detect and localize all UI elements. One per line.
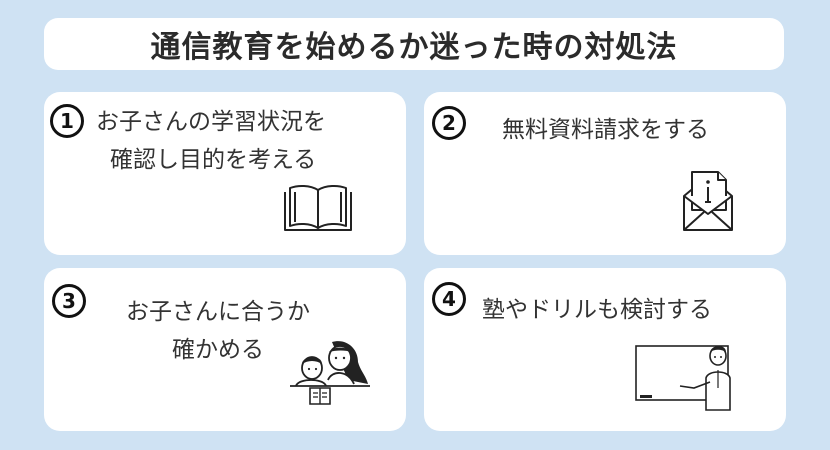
open-book-icon [284,184,352,231]
card-check-fit: 3 お子さんに合うか 確かめる [44,268,406,431]
card-consider-cram-school: 4 塾やドリルも検討する [424,268,786,431]
step-number-badge: 4 [432,282,466,316]
step-number-badge: 2 [432,106,466,140]
card-text-line2: 確認し目的を考える [110,147,317,173]
card-text-line1: 塾やドリルも検討する [482,297,712,323]
title-banner: 通信教育を始めるか迷った時の対処法 [44,18,784,70]
card-check-learning-status: 1 お子さんの学習状況を 確認し目的を考える [44,92,406,255]
step-number-badge: 1 [50,104,84,138]
card-request-brochure: 2 無料資料請求をする [424,92,786,255]
card-text-line1: 無料資料請求をする [502,117,709,143]
card-text-line1: お子さんに合うか [126,299,310,325]
card-text-line2: 確かめる [172,337,264,363]
teacher-whiteboard-illustration [635,345,731,411]
parent-child-study-illustration [290,341,370,405]
card-text-line1: お子さんの学習状況を [96,109,326,135]
page-title: 通信教育を始めるか迷った時の対処法 [150,30,678,65]
step-number-badge: 3 [52,284,86,318]
envelope-document-icon [683,171,733,231]
